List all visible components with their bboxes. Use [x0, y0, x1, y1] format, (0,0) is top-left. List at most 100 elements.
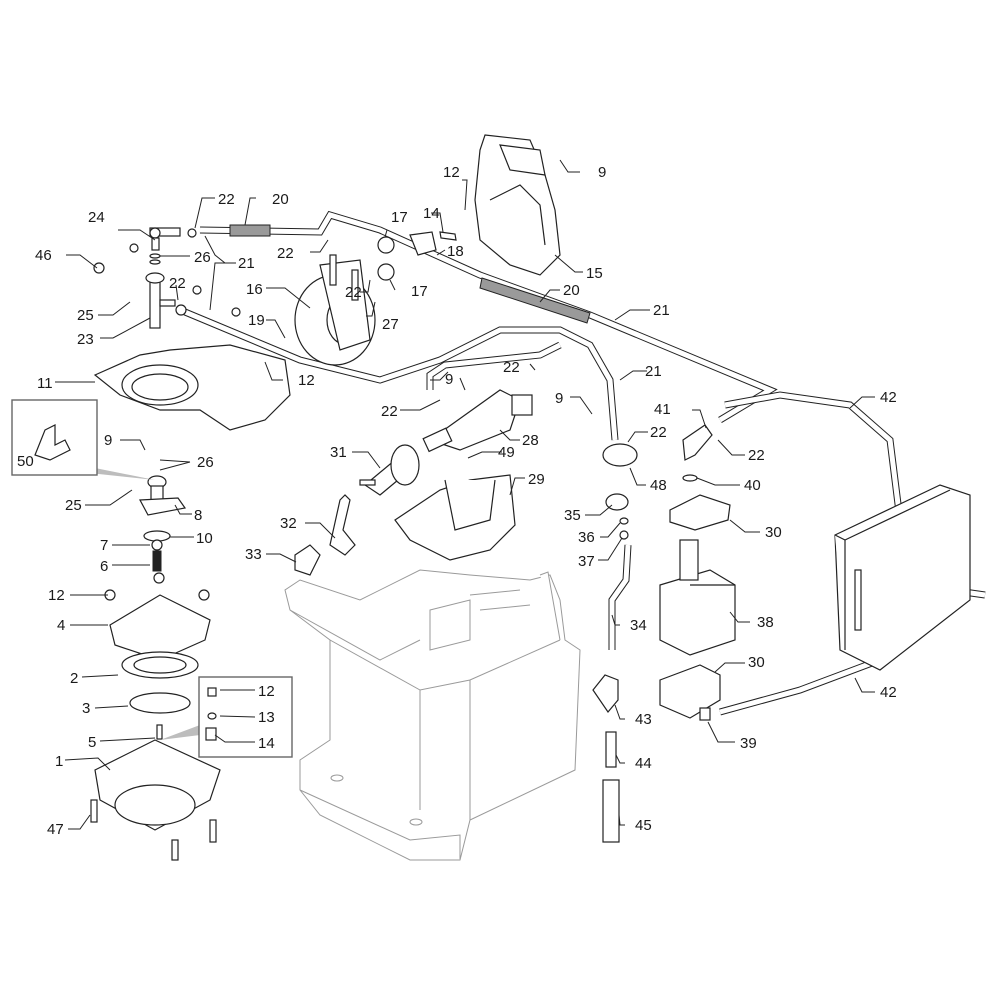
callout-20-right: 20	[563, 282, 580, 299]
nozzle-sleeve	[602, 779, 620, 843]
callout-12-box: 12	[258, 683, 275, 700]
callout-27: 27	[382, 316, 399, 333]
callout-25-bottom: 25	[65, 497, 82, 514]
callout-21-mid: 21	[653, 302, 670, 319]
callout-39: 39	[740, 735, 757, 752]
pump	[659, 539, 736, 656]
thermostat-upper	[377, 236, 395, 254]
callout-34: 34	[630, 617, 647, 634]
housing	[93, 344, 291, 431]
callout-25-top: 25	[77, 307, 94, 324]
callout-14-box: 14	[258, 735, 275, 752]
callout-23: 23	[77, 331, 94, 348]
callout-47: 47	[47, 821, 64, 838]
sensor-cover	[294, 544, 321, 576]
callout-labels: 1 2 3 4 5 6 7 8 9 9 9 9 10 11 12 12 12 1…	[17, 164, 897, 838]
ring	[619, 517, 629, 525]
water-tank	[834, 484, 971, 671]
grinder-stack	[90, 475, 221, 861]
callout-20-left: 20	[272, 191, 289, 208]
callout-9-valve: 9	[445, 371, 453, 388]
callout-48: 48	[650, 477, 667, 494]
bracket	[409, 231, 437, 256]
callout-21-right: 21	[645, 363, 662, 380]
callout-22-c: 22	[169, 275, 186, 292]
callout-40: 40	[744, 477, 761, 494]
callout-32: 32	[280, 515, 297, 532]
callout-46: 46	[35, 247, 52, 264]
callout-19: 19	[248, 312, 265, 329]
callout-49: 49	[498, 444, 515, 461]
connector-elbow	[699, 707, 711, 721]
callout-11: 11	[37, 375, 53, 392]
callout-44: 44	[635, 755, 652, 772]
callout-37: 37	[578, 553, 595, 570]
callout-1: 1	[55, 753, 63, 770]
callout-22-h: 22	[748, 447, 765, 464]
heater-cover	[474, 134, 561, 276]
elbow-fitting	[682, 424, 713, 461]
callout-24: 24	[88, 209, 105, 226]
callout-22-a: 22	[218, 191, 235, 208]
callout-box-50	[11, 399, 155, 480]
callout-13: 13	[258, 709, 275, 726]
callout-36: 36	[578, 529, 595, 546]
callout-30-upper: 30	[765, 524, 782, 541]
callout-45: 45	[635, 817, 652, 834]
callout-29: 29	[528, 471, 545, 488]
o-ring	[682, 474, 698, 482]
callout-14-cover: 14	[423, 205, 440, 222]
callout-50: 50	[17, 453, 34, 470]
callout-12-housing: 12	[298, 372, 315, 389]
flange	[602, 443, 638, 467]
callout-22-e: 22	[381, 403, 398, 420]
callout-12-cover: 12	[443, 164, 460, 181]
tube-sleeve-right	[479, 277, 591, 324]
callout-31: 31	[330, 444, 347, 461]
callout-5: 5	[88, 734, 96, 751]
connector	[619, 530, 629, 540]
callout-17-lower: 17	[411, 283, 428, 300]
clip	[439, 231, 457, 241]
callout-2: 2	[70, 670, 78, 687]
callout-22-d: 22	[345, 284, 362, 301]
callout-42-upper: 42	[880, 389, 897, 406]
callout-9-cover: 9	[598, 164, 606, 181]
tube-sleeve-left	[229, 224, 271, 237]
valve-assembly	[422, 389, 533, 453]
callout-28: 28	[522, 432, 539, 449]
callout-10: 10	[196, 530, 213, 547]
callout-16: 16	[246, 281, 263, 298]
left-fittings	[93, 227, 241, 329]
callout-7: 7	[100, 537, 108, 554]
pump-bracket-lower	[659, 664, 721, 719]
callout-21-top: 21	[238, 255, 255, 272]
grinder-shaft	[359, 444, 420, 496]
pump-bracket-upper	[669, 494, 731, 531]
callout-26-bottom: 26	[197, 454, 214, 471]
callout-42-lower: 42	[880, 684, 897, 701]
callout-6: 6	[100, 558, 108, 575]
callout-3: 3	[82, 700, 90, 717]
nozzle	[592, 674, 619, 713]
callout-18: 18	[447, 243, 464, 260]
callout-9-flange: 9	[555, 390, 563, 407]
callout-30-lower: 30	[748, 654, 765, 671]
callout-43: 43	[635, 711, 652, 728]
callout-22-b: 22	[277, 245, 294, 262]
callout-22-g: 22	[650, 424, 667, 441]
heater-block	[294, 254, 376, 366]
callout-4: 4	[57, 617, 65, 634]
callout-26-top: 26	[194, 249, 211, 266]
callout-12-stack: 12	[48, 587, 65, 604]
callout-33: 33	[245, 546, 262, 563]
callout-17-upper: 17	[391, 209, 408, 226]
callout-15: 15	[586, 265, 603, 282]
leader-lines	[55, 159, 875, 830]
callout-38: 38	[757, 614, 774, 631]
machine-chassis	[284, 569, 581, 861]
nozzle-insert	[605, 731, 617, 768]
callout-22-f: 22	[503, 359, 520, 376]
callout-41: 41	[654, 401, 671, 418]
